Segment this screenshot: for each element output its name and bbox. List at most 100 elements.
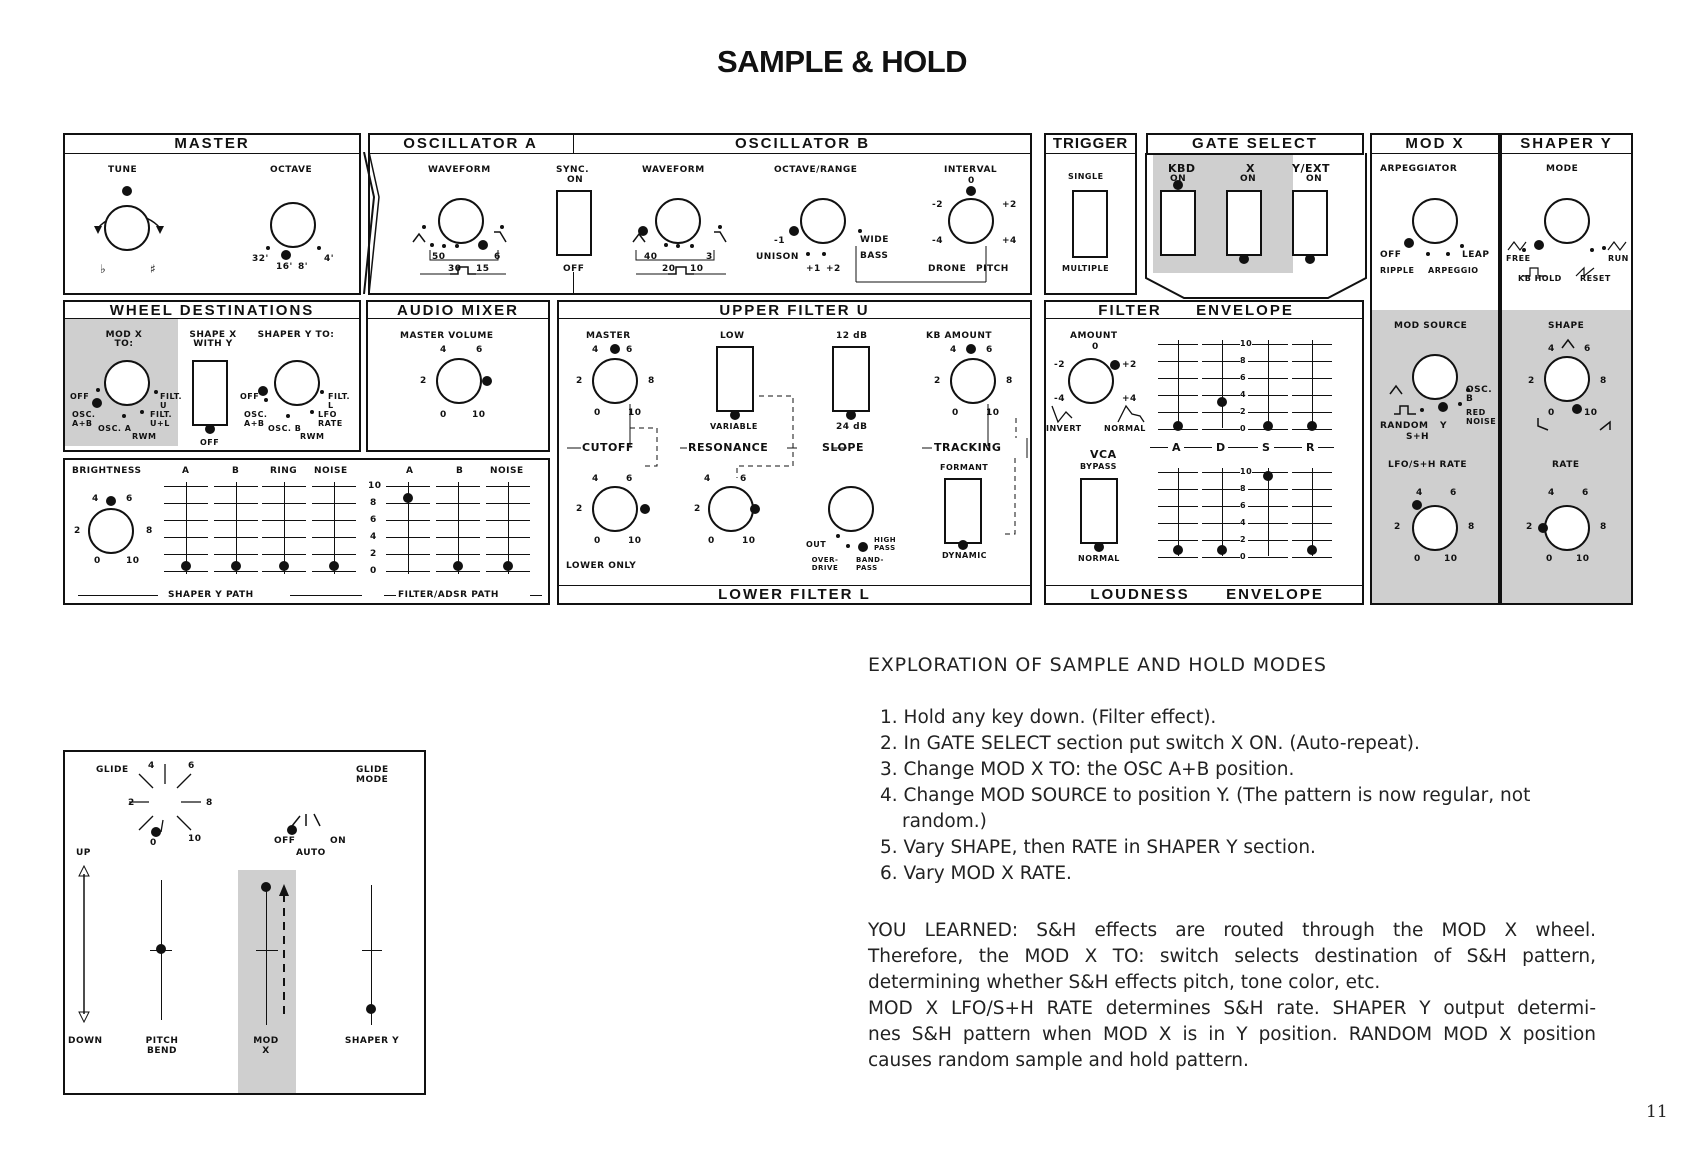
env-fader-knob[interactable]: [1217, 397, 1227, 407]
shaper-rate-indicator: [1538, 523, 1548, 533]
vca-switch[interactable]: [1080, 478, 1118, 544]
mixer-fader-knob[interactable]: [329, 561, 339, 571]
shaper-y-to-knob[interactable]: [274, 360, 320, 406]
fader-tick: [486, 503, 530, 504]
osc-b-waveform-knob[interactable]: [655, 198, 701, 244]
shaper-rate-knob[interactable]: [1544, 505, 1590, 551]
fader-tick: [164, 486, 208, 487]
fader-tick: [312, 537, 356, 538]
fader-tick: [312, 554, 356, 555]
env-fader-knob[interactable]: [1173, 545, 1183, 555]
octave-knob[interactable]: [270, 202, 316, 248]
env-amount-knob[interactable]: [1068, 358, 1114, 404]
fader-tick: [486, 571, 530, 572]
page-number: 11: [1646, 1102, 1668, 1122]
lower-resonance-knob[interactable]: [708, 486, 754, 532]
env-fader-tick: [1202, 395, 1242, 396]
sync-switch[interactable]: [556, 190, 592, 256]
mixer-fader-track: [458, 482, 459, 574]
env-fader-tick: [1158, 557, 1198, 558]
brightness-knob[interactable]: [88, 508, 134, 554]
env-fader-track: [1268, 468, 1269, 556]
kbd-gate-switch[interactable]: [1160, 190, 1196, 256]
env-fader-tick: [1158, 344, 1198, 345]
fader-tick: [164, 503, 208, 504]
trigger-switch[interactable]: [1072, 190, 1108, 258]
fader-tick: [436, 503, 480, 504]
env-fader-tick: [1202, 378, 1242, 379]
octave-range-knob[interactable]: [800, 198, 846, 244]
glide-mode-switch[interactable]: [276, 810, 346, 850]
yext-gate-switch[interactable]: [1292, 190, 1328, 256]
mixer-fader-track: [508, 482, 509, 574]
filter-low-switch[interactable]: [716, 346, 754, 412]
lfo-rate-knob[interactable]: [1412, 505, 1458, 551]
tune-knob[interactable]: [104, 205, 150, 251]
mixer-fader-knob[interactable]: [453, 561, 463, 571]
shape-knob[interactable]: [1544, 356, 1590, 402]
mixer-fader-knob[interactable]: [181, 561, 191, 571]
fader-tick: [486, 486, 530, 487]
pitch-range-arrow: [78, 864, 90, 1024]
env-fader-knob[interactable]: [1263, 421, 1273, 431]
mod-x-wheel-shade: [238, 870, 296, 1093]
filter-master-knob[interactable]: [592, 358, 638, 404]
env-fader-track: [1222, 340, 1223, 428]
wheel-destinations-header: WHEEL DESTINATIONS: [109, 302, 315, 319]
exploration-heading: EXPLORATION OF SAMPLE AND HOLD MODES: [868, 654, 1327, 676]
fader-tick: [164, 571, 208, 572]
env-fader-tick: [1248, 523, 1288, 524]
env-fader-tick: [1248, 540, 1288, 541]
shape-indicator: [1572, 404, 1582, 414]
gate-select-header: GATE SELECT: [1192, 135, 1318, 152]
exploration-step: 5. Vary SHAPE, then RATE in SHAPER Y sec…: [880, 837, 1316, 858]
mixer-fader-knob[interactable]: [503, 561, 513, 571]
learned-line: causes random sample and hold pattern.: [868, 1050, 1249, 1071]
upper-filter-header: UPPER FILTER U: [719, 302, 870, 319]
mixer-fader-knob[interactable]: [279, 561, 289, 571]
env-fader-tick: [1292, 540, 1332, 541]
env-fader-tick: [1202, 412, 1242, 413]
mixer-fader-knob[interactable]: [403, 493, 413, 503]
shaper-mode-knob[interactable]: [1544, 198, 1590, 244]
x-gate-switch[interactable]: [1226, 190, 1262, 256]
env-scale-label: 2: [1240, 535, 1247, 544]
master-volume-knob[interactable]: [436, 358, 482, 404]
mixer-fader-track: [408, 482, 409, 574]
audio-mixer-section: [366, 300, 550, 452]
pitch-bend-wheel[interactable]: [156, 944, 166, 954]
env-fader-tick: [1158, 395, 1198, 396]
shape-x-with-y-switch[interactable]: [192, 360, 228, 426]
env-fader-knob[interactable]: [1307, 421, 1317, 431]
kb-amount-knob[interactable]: [950, 358, 996, 404]
mod-source-knob[interactable]: [1412, 354, 1458, 400]
tune-indicator: [122, 186, 132, 196]
shaper-y-wheel[interactable]: [366, 1004, 376, 1014]
mixer-fader-track: [186, 482, 187, 574]
formant-switch[interactable]: [944, 478, 982, 544]
env-fader-tick: [1202, 429, 1242, 430]
filter-mode-knob[interactable]: [828, 486, 874, 532]
arpeggiator-knob[interactable]: [1412, 198, 1458, 244]
x-gate-indicator: [1239, 254, 1249, 264]
osc-a-waveform-knob[interactable]: [438, 198, 484, 244]
env-fader-knob[interactable]: [1263, 471, 1273, 481]
env-fader-track: [1312, 340, 1313, 428]
octave-label: OCTAVE: [270, 165, 313, 175]
env-fader-knob[interactable]: [1173, 421, 1183, 431]
env-scale-label: 0: [1240, 552, 1247, 561]
env-fader-knob[interactable]: [1307, 545, 1317, 555]
mod-x-to-knob[interactable]: [104, 360, 150, 406]
lower-cutoff-knob[interactable]: [592, 486, 638, 532]
kbd-gate-indicator: [1173, 180, 1183, 190]
fader-tick: [214, 571, 258, 572]
env-scale-label: 2: [1240, 407, 1247, 416]
interval-knob[interactable]: [948, 198, 994, 244]
mod-x-wheel[interactable]: [261, 882, 271, 892]
mixer-fader-knob[interactable]: [231, 561, 241, 571]
trigger-section: [1044, 133, 1137, 295]
fader-tick: [486, 537, 530, 538]
shape-marks: [1537, 338, 1611, 431]
filter-link-lines: [567, 395, 1028, 535]
env-fader-knob[interactable]: [1217, 545, 1227, 555]
